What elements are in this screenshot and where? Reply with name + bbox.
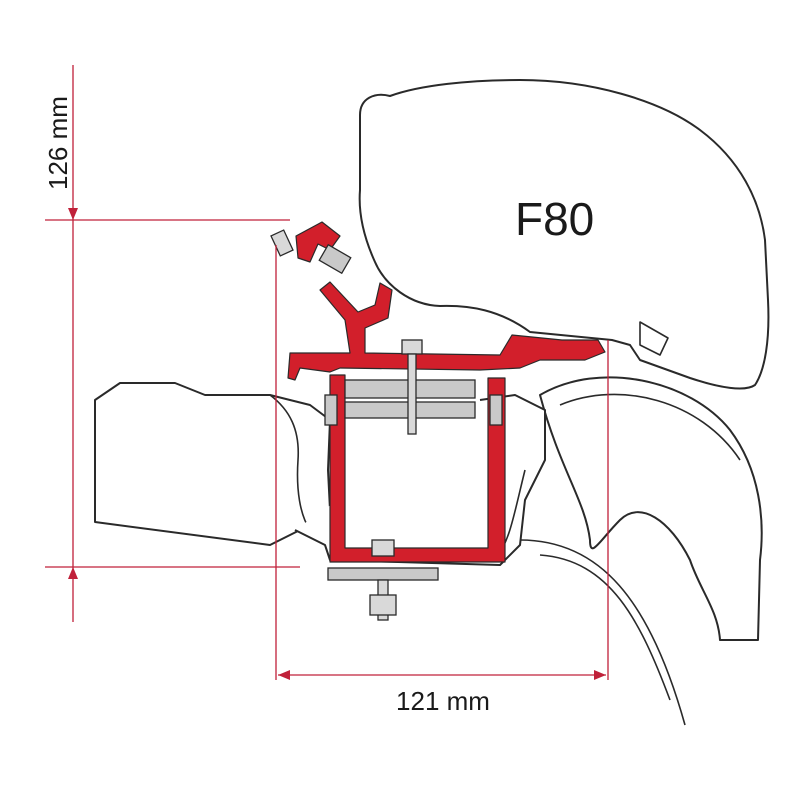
width-dimension-lines — [278, 340, 609, 680]
vertical-bolt — [407, 353, 417, 435]
width-dimension-label: 121 mm — [396, 686, 490, 716]
f80-awning-cassette — [358, 79, 770, 390]
bottom-lock-nut — [369, 594, 397, 616]
top-nut — [401, 339, 423, 355]
height-dimension-label: 126 mm — [43, 96, 73, 190]
height-dimension-lines — [45, 65, 300, 680]
side-spacer-left — [324, 394, 338, 426]
awning-model-label: F80 — [515, 193, 594, 245]
adapter-bracket — [287, 221, 606, 563]
vehicle-body — [519, 376, 763, 726]
side-spacer-right — [489, 394, 503, 426]
clamp-screw-head — [270, 229, 294, 257]
fastening-hardware — [270, 229, 503, 621]
bottom-nut — [371, 539, 395, 557]
roof-rail-profile — [94, 382, 546, 566]
bottom-plate — [327, 567, 439, 581]
clamp-screw-shaft — [318, 243, 352, 275]
